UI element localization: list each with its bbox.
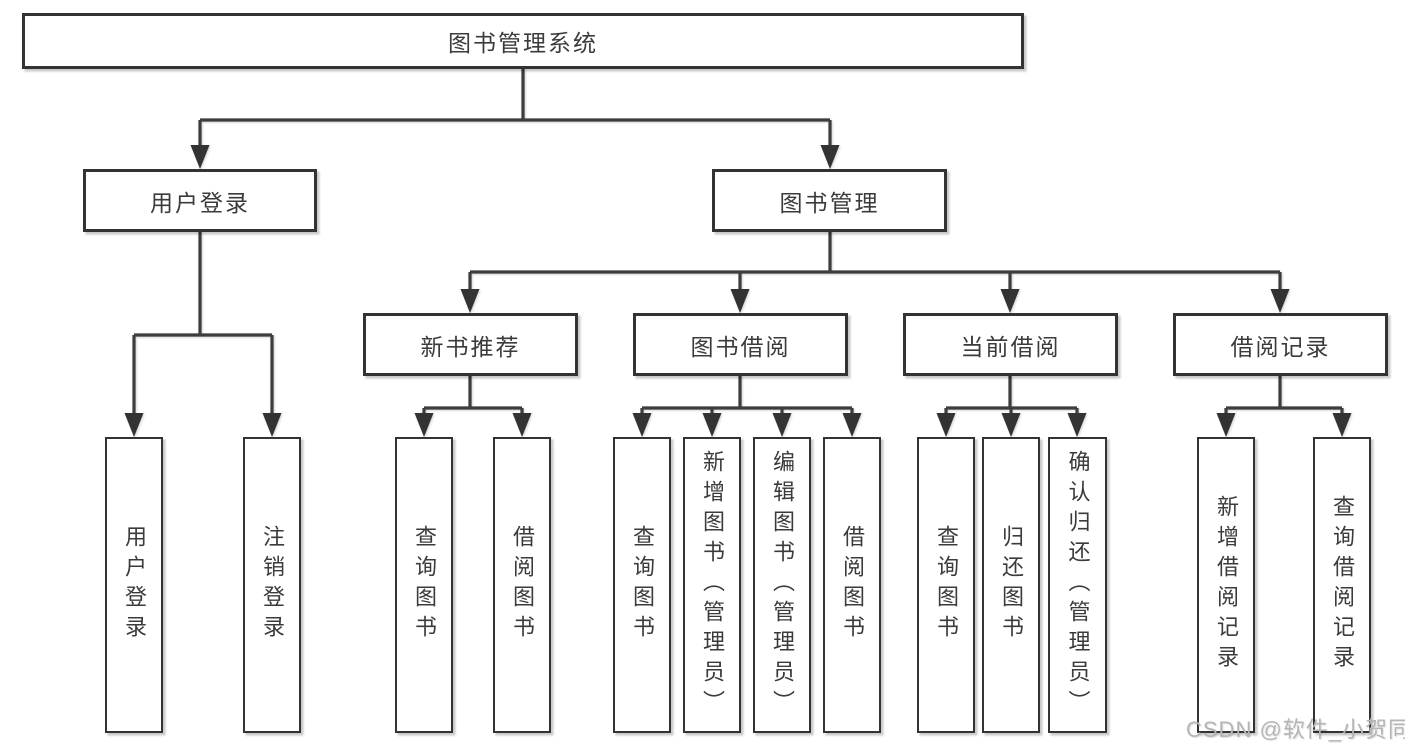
connector-new-book-children — [414, 376, 532, 437]
node-new-book-recommend: 新书推荐 — [363, 313, 578, 376]
connector-book-mgmt-children — [460, 232, 1290, 313]
node-leaf-add-book-admin: 新增图书（管理员） — [683, 437, 741, 733]
node-leaf-query-borrow-record: 查询借阅记录 — [1313, 437, 1371, 733]
connector-current-borrow-children — [936, 376, 1087, 437]
connector-root-to-level2 — [190, 69, 840, 169]
connector-user-login-children — [124, 232, 282, 437]
node-book-management: 图书管理 — [712, 169, 947, 232]
node-leaf-add-borrow-record: 新增借阅记录 — [1197, 437, 1255, 733]
node-leaf-logout: 注销登录 — [243, 437, 301, 733]
node-leaf-edit-book-admin: 编辑图书（管理员） — [753, 437, 811, 733]
node-leaf-query-books-3: 查询图书 — [917, 437, 975, 733]
node-leaf-query-books-1: 查询图书 — [395, 437, 453, 733]
node-leaf-borrow-books-2: 借阅图书 — [823, 437, 881, 733]
node-library-management-system: 图书管理系统 — [22, 13, 1024, 69]
node-current-borrowing: 当前借阅 — [903, 313, 1118, 376]
connector-borrow-records-children — [1216, 376, 1352, 437]
csdn-watermark: CSDN @软件_小贺同学 — [1186, 717, 1405, 742]
node-leaf-query-books-2: 查询图书 — [613, 437, 671, 733]
node-leaf-borrow-books-1: 借阅图书 — [493, 437, 551, 733]
node-book-borrowing: 图书借阅 — [633, 313, 848, 376]
node-leaf-user-login: 用户登录 — [105, 437, 163, 733]
connector-book-borrow-children — [632, 376, 862, 437]
node-leaf-confirm-return-admin: 确认归还（管理员） — [1048, 437, 1107, 733]
node-user-login: 用户登录 — [83, 169, 317, 232]
node-borrowing-records: 借阅记录 — [1173, 313, 1388, 376]
node-leaf-return-book: 归还图书 — [982, 437, 1040, 733]
